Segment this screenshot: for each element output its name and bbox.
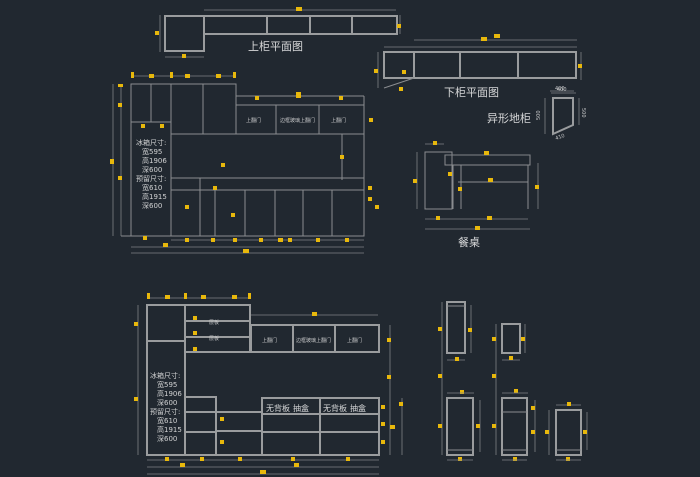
top-door-label-3: 上翻门 <box>331 117 346 124</box>
svg-text:深600: 深600 <box>142 165 162 174</box>
bottom-door-label-3: 上翻门 <box>347 337 362 344</box>
corner-cabinet-shape <box>552 97 574 136</box>
svg-text:高1906: 高1906 <box>142 156 167 165</box>
lower-plan-run <box>383 51 577 79</box>
bottom-fridge-note: 冰箱尺寸: 宽595 高1906 深600 预留尺寸: 宽610 高1915 深… <box>150 371 182 443</box>
svg-text:冰箱尺寸:: 冰箱尺寸: <box>136 138 166 147</box>
corner-width-label: 400 <box>557 87 567 93</box>
top-elevation: 冰箱尺寸: 宽595 高1906 深600 预留尺寸: 宽610 高1915 深… <box>110 72 379 254</box>
bottom-door-label-2: 边框玻璃上翻门 <box>296 337 331 344</box>
detail-cabinets <box>438 301 588 461</box>
svg-text:宽610: 宽610 <box>157 416 177 425</box>
lower-plan-scale-label: 400 <box>555 86 565 92</box>
drawer-label-3: 无背板 <box>323 403 347 413</box>
drawer-label-2: 抽盒 <box>293 403 309 413</box>
lower-cabinet-plan: 下柜平面图 400 <box>374 34 582 99</box>
bottom-elevation: 层板 层板 冰箱尺寸: 宽595 高1906 深600 预留尺寸: 宽610 <box>134 293 403 475</box>
svg-text:深600: 深600 <box>157 434 177 443</box>
shelf-label-2: 层板 <box>209 335 219 342</box>
svg-text:高1915: 高1915 <box>157 425 182 434</box>
svg-text:宽595: 宽595 <box>142 147 162 156</box>
top-door-label-1: 上翻门 <box>246 117 261 124</box>
shelf-label-1: 层板 <box>209 319 219 326</box>
svg-text:深600: 深600 <box>142 201 162 210</box>
upper-cabinet-plan-title: 上柜平面图 <box>248 40 303 53</box>
corner-cabinet: 400 500 500 410 异形地柜 <box>487 87 586 142</box>
corner-cabinet-title: 异形地柜 <box>487 112 531 125</box>
dining-table-elevation: 餐桌 <box>413 141 539 249</box>
corner-diagonal: 410 <box>555 133 566 142</box>
svg-text:宽595: 宽595 <box>157 380 177 389</box>
upper-plan-corner-box <box>164 15 205 52</box>
drawer-label-4: 抽盒 <box>350 403 366 413</box>
svg-text:高1915: 高1915 <box>142 192 167 201</box>
dining-table-title: 餐桌 <box>458 235 480 249</box>
bottom-door-label-1: 上翻门 <box>262 337 277 344</box>
lower-cabinet-plan-title: 下柜平面图 <box>444 86 499 99</box>
svg-text:冰箱尺寸:: 冰箱尺寸: <box>150 371 180 380</box>
top-door-label-2: 边框玻璃上翻门 <box>280 117 315 124</box>
svg-text:预留尺寸:: 预留尺寸: <box>150 407 180 416</box>
drawer-label-1: 无背板 <box>266 403 290 413</box>
svg-text:深600: 深600 <box>157 398 177 407</box>
corner-depth-left: 500 <box>536 110 542 120</box>
svg-text:宽610: 宽610 <box>142 183 162 192</box>
corner-depth-right: 500 <box>580 108 586 118</box>
dimension-marker <box>296 7 302 11</box>
svg-text:预留尺寸:: 预留尺寸: <box>136 174 166 183</box>
top-fridge-note: 冰箱尺寸: 宽595 高1906 深600 预留尺寸: 宽610 高1915 深… <box>136 138 167 210</box>
svg-text:高1906: 高1906 <box>157 389 182 398</box>
upper-plan-run <box>203 15 398 35</box>
upper-cabinet-plan: 上柜平面图 <box>155 7 401 58</box>
